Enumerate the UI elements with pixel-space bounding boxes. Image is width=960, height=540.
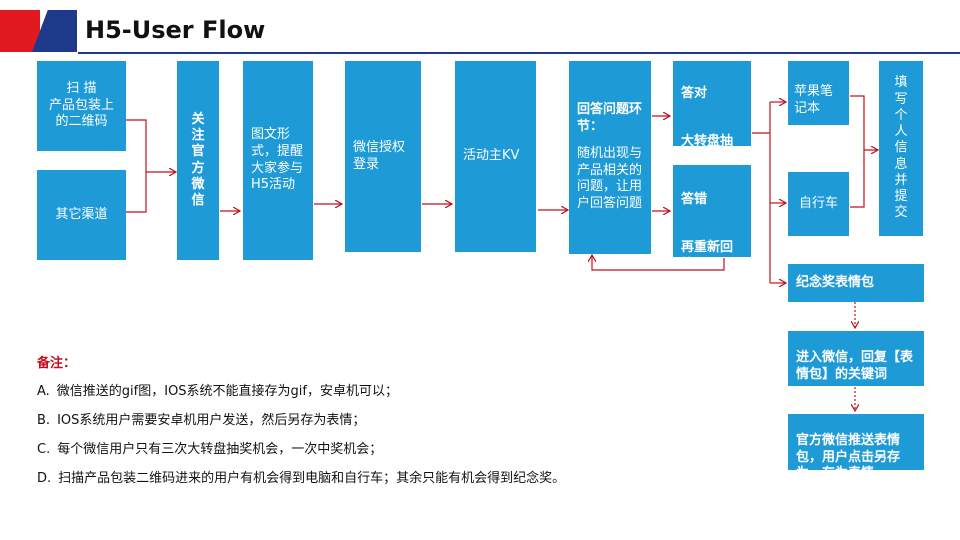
note-item: D. 扫描产品包装二维码进来的用户有机会得到电脑和自行车；其余只能有机会得到纪念奖… [37,467,565,486]
title-underline [78,52,960,54]
note-text: 每个微信用户只有三次大转盘抽奖机会，一次中奖机会； [57,442,383,457]
souvenir-prize-label: 纪念奖表情包 [796,274,875,290]
reply-keyword-box: 进入微信，回复【表情包】的关键词 [788,331,924,386]
note-label: C. [37,442,51,457]
arrow-other-to-follow [126,172,147,213]
other-channels-box: 其它渠道 [37,170,126,260]
kv-box: 活动主KV [455,61,536,252]
quiz-box: 回答问题环节： 随机出现与产品相关的问题，让用户回答问题 [569,61,651,254]
quiz-title: 回答问题环节： [577,101,643,134]
laptop-prize-box: 苹果笔记本 [788,61,849,125]
souvenir-prize-box: 纪念奖表情包 [788,264,924,302]
note-item: A. 微信推送的gif图，IOS系统不能直接存为gif，安卓机可以； [37,380,398,399]
push-sticker-label: 官方微信推送表情包，用户点击另存为，存为表情 [796,433,901,470]
arrow-wrong-loop [592,255,725,271]
correct-answer-box: 答对 大转盘抽奖 [673,61,751,146]
note-label: A. [37,384,50,399]
follow-official-label: 关注官方微信 [191,111,205,208]
note-item: B. IOS系统用户需要安卓机用户发送，然后另存为表情； [37,409,365,428]
bike-prize-label: 自行车 [798,195,838,211]
note-label: B. [37,413,51,428]
push-sticker-box: 官方微信推送表情包，用户点击另存为，存为表情 [788,414,924,470]
page-title: H5-User Flow [85,16,266,44]
bike-prize-box: 自行车 [788,172,849,236]
corner-accent-red [0,10,40,52]
wrong-answer-box: 答错 再重新回答问题 [673,165,751,257]
kv-label: 活动主KV [463,148,520,164]
quiz-body: 随机出现与产品相关的问题，让用户回答问题 [577,145,643,212]
wechat-auth-box: 微信授权登录 [345,61,421,252]
arrow-bike-to-submit [850,150,865,208]
arrow-scan-to-follow [126,119,176,172]
wrong-body: 再重新回答问题 [681,239,734,257]
notes-title: 备注： [37,356,77,371]
submit-info-label: 填写个人信息并提交 [894,75,908,221]
follow-official-box: 关注官方微信 [177,61,219,260]
reply-keyword-label: 进入微信，回复【表情包】的关键词 [796,350,914,382]
arrow-laptop-to-submit [850,95,878,150]
wechat-auth-label: 微信授权登录 [353,139,406,172]
scan-qr-label: 扫 描 产品包装上的二维码 [48,80,114,130]
correct-body: 大转盘抽奖 [681,133,734,146]
laptop-prize-label: 苹果笔记本 [794,83,834,116]
correct-title: 答对 [681,85,708,101]
wrong-title: 答错 [681,191,708,207]
note-text: 微信推送的gif图，IOS系统不能直接存为gif，安卓机可以； [56,384,398,399]
scan-qr-box: 扫 描 产品包装上的二维码 [37,61,126,151]
other-channels-label: 其它渠道 [55,206,108,222]
poster-label: 图文形式，提醒大家参与H5活动 [251,126,304,193]
note-label: D. [37,471,52,486]
submit-info-box: 填写个人信息并提交 [879,61,923,236]
poster-box: 图文形式，提醒大家参与H5活动 [243,61,313,260]
note-text: IOS系统用户需要安卓机用户发送，然后另存为表情； [57,413,366,428]
note-text: 扫描产品包装二维码进来的用户有机会得到电脑和自行车；其余只能有机会得到纪念奖。 [58,471,566,486]
note-item: C. 每个微信用户只有三次大转盘抽奖机会，一次中奖机会； [37,438,382,457]
